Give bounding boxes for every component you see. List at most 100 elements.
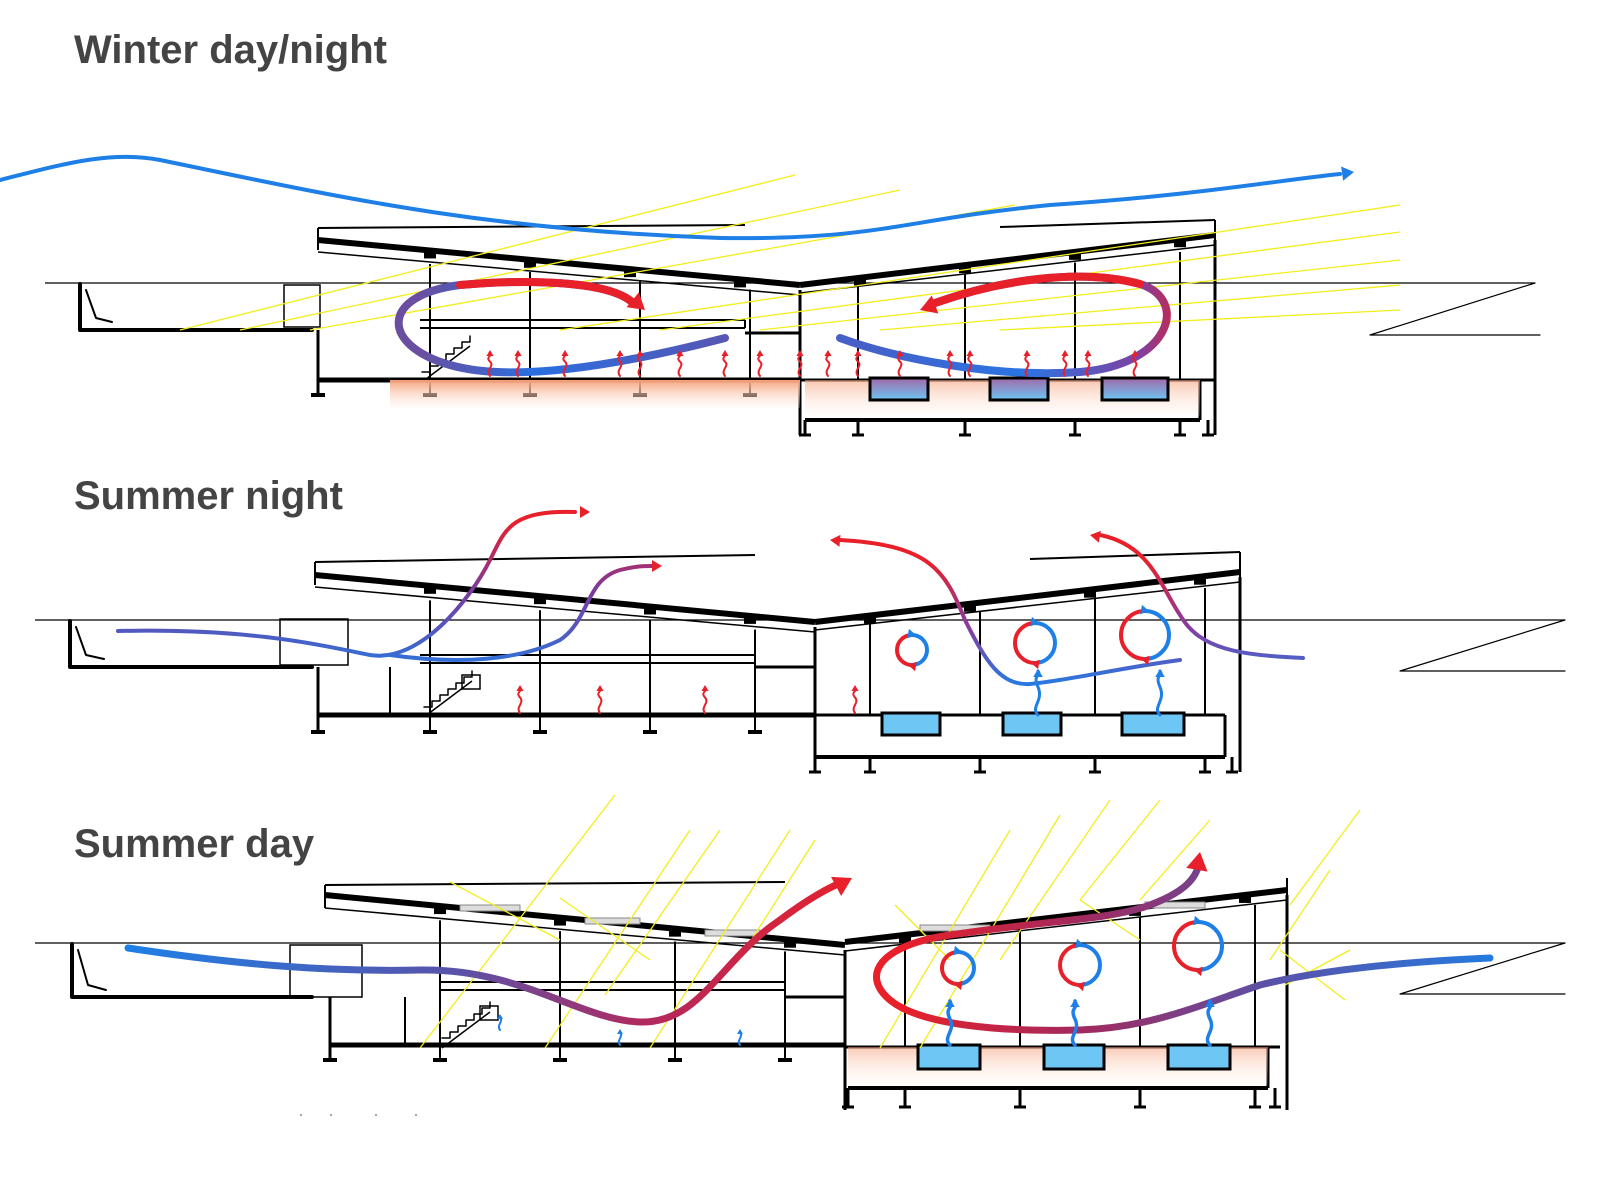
retaining-wall [85, 289, 113, 323]
panel-title-summer-night: Summer night [74, 474, 343, 518]
heat-rising-icon-head [896, 350, 904, 356]
heat-rising-icon-head [721, 350, 729, 356]
cool-air-rising-icon [1070, 999, 1079, 1047]
heat-rising-icon-head [1084, 350, 1092, 356]
panel-summer-night [35, 506, 1566, 774]
roof-slab [814, 569, 1241, 625]
water-pool [1120, 711, 1186, 737]
roof-upper [324, 881, 786, 886]
entry-canopy [279, 618, 349, 666]
stair [423, 670, 473, 708]
circulation-loop-icon [940, 950, 960, 986]
sun-ray [1269, 869, 1331, 961]
circulation-loop-icon [1172, 920, 1200, 972]
cool-air-rising-icon-head [1070, 999, 1080, 1007]
heat-rising-icon-head [824, 350, 832, 356]
warm-air-arrow-head [1186, 852, 1208, 872]
warm-air-arrow-head [831, 876, 852, 896]
retaining-wall [78, 282, 314, 332]
roof-rib [1194, 576, 1206, 585]
retaining-wall [77, 949, 107, 991]
water-pool [1100, 376, 1170, 402]
skylight [584, 917, 641, 925]
air-flow-path [873, 864, 1494, 1034]
circulation-loop-icon-head [954, 980, 963, 991]
warm-air-arrow [931, 272, 1144, 307]
retaining-wall [68, 619, 314, 669]
air-exhaust-path [838, 538, 1182, 687]
entry-canopy [283, 284, 321, 328]
warm-air-arrow-head [830, 534, 841, 547]
heat-rising-icon-head [516, 685, 524, 691]
heat-rising-icon-head [616, 350, 624, 356]
sun-ray [759, 259, 1401, 331]
circulation-loop-icon-head [1030, 616, 1039, 627]
heat-rising-icon [597, 687, 603, 714]
heat-rising-icon-head [514, 350, 522, 356]
sun-ray [1139, 819, 1211, 901]
heat-rising-icon-head [1131, 350, 1139, 356]
stair [421, 335, 471, 373]
water-pool [1001, 711, 1063, 737]
circulation-loop-icon [1033, 621, 1057, 665]
panel-title-winter: Winter day/night [74, 28, 387, 72]
heat-rising-icon-head [946, 350, 954, 356]
sun-ray [1079, 799, 1161, 901]
roof-rib [524, 259, 536, 268]
circulation-loop-icon [1013, 621, 1037, 665]
circulation-loop-icon [1119, 609, 1147, 661]
cool-air-rising-icon-head [1033, 669, 1043, 677]
water-pool [868, 376, 930, 402]
circulation-loop-icon [1078, 943, 1102, 987]
warm-air-arrow-head [920, 295, 939, 314]
circulation-loop-icon-head [1075, 938, 1084, 949]
roof-slab [314, 572, 816, 625]
heat-rising-icon-head [561, 350, 569, 356]
warm-air-arrow-head [626, 292, 645, 310]
sun-ray [179, 174, 796, 331]
stair-landing [479, 1005, 499, 1021]
circulation-loop-icon-head [907, 628, 916, 639]
heat-rising-icon-head [596, 685, 604, 691]
roof-rib [864, 615, 876, 624]
circulation-loop-icon [1143, 609, 1171, 661]
roof-upper [999, 219, 1216, 228]
terrain-line [1399, 619, 1566, 672]
sun-ray [559, 897, 651, 961]
water-pool [1166, 1043, 1232, 1071]
sun-ray [239, 189, 901, 331]
cool-air-rising-icon-head [737, 1029, 743, 1034]
roof-rib [424, 585, 436, 594]
sun-ray [744, 839, 816, 951]
cool-air-rising-icon [1205, 999, 1214, 1047]
stair [441, 1001, 491, 1039]
sun-ray [449, 881, 561, 941]
air-exhaust-path [116, 509, 577, 658]
roof-underside [799, 244, 1216, 294]
retaining-wall [75, 626, 105, 660]
roof-rib [734, 279, 746, 288]
stair-stringer [441, 1011, 491, 1049]
heat-rising-icon-head [1023, 350, 1031, 356]
wind-flow-arrow-head [1341, 166, 1354, 181]
heat-rising-icon-head [796, 350, 804, 356]
sun-ray [999, 799, 1111, 961]
heat-rising-icon [517, 687, 523, 714]
sun-ray [1289, 809, 1361, 906]
circulation-loop-icon-head [1193, 915, 1202, 926]
skylight [459, 904, 521, 912]
wind-flow-arrow [0, 154, 1342, 241]
retaining-wall [70, 942, 314, 999]
roof-underside [814, 581, 1241, 631]
sun-ray [999, 309, 1401, 331]
sun-ray [1079, 899, 1141, 941]
water-pool [1042, 1043, 1106, 1071]
stair-stringer [423, 680, 473, 718]
circulation-loop-icon-head [1194, 966, 1203, 977]
heat-rising-icon [825, 352, 831, 377]
circulation-loop-icon-head [1031, 659, 1040, 670]
heat-rising-icon-head [1061, 350, 1069, 356]
sun-ray [604, 829, 721, 996]
warm-air-arrow-head [652, 560, 662, 572]
